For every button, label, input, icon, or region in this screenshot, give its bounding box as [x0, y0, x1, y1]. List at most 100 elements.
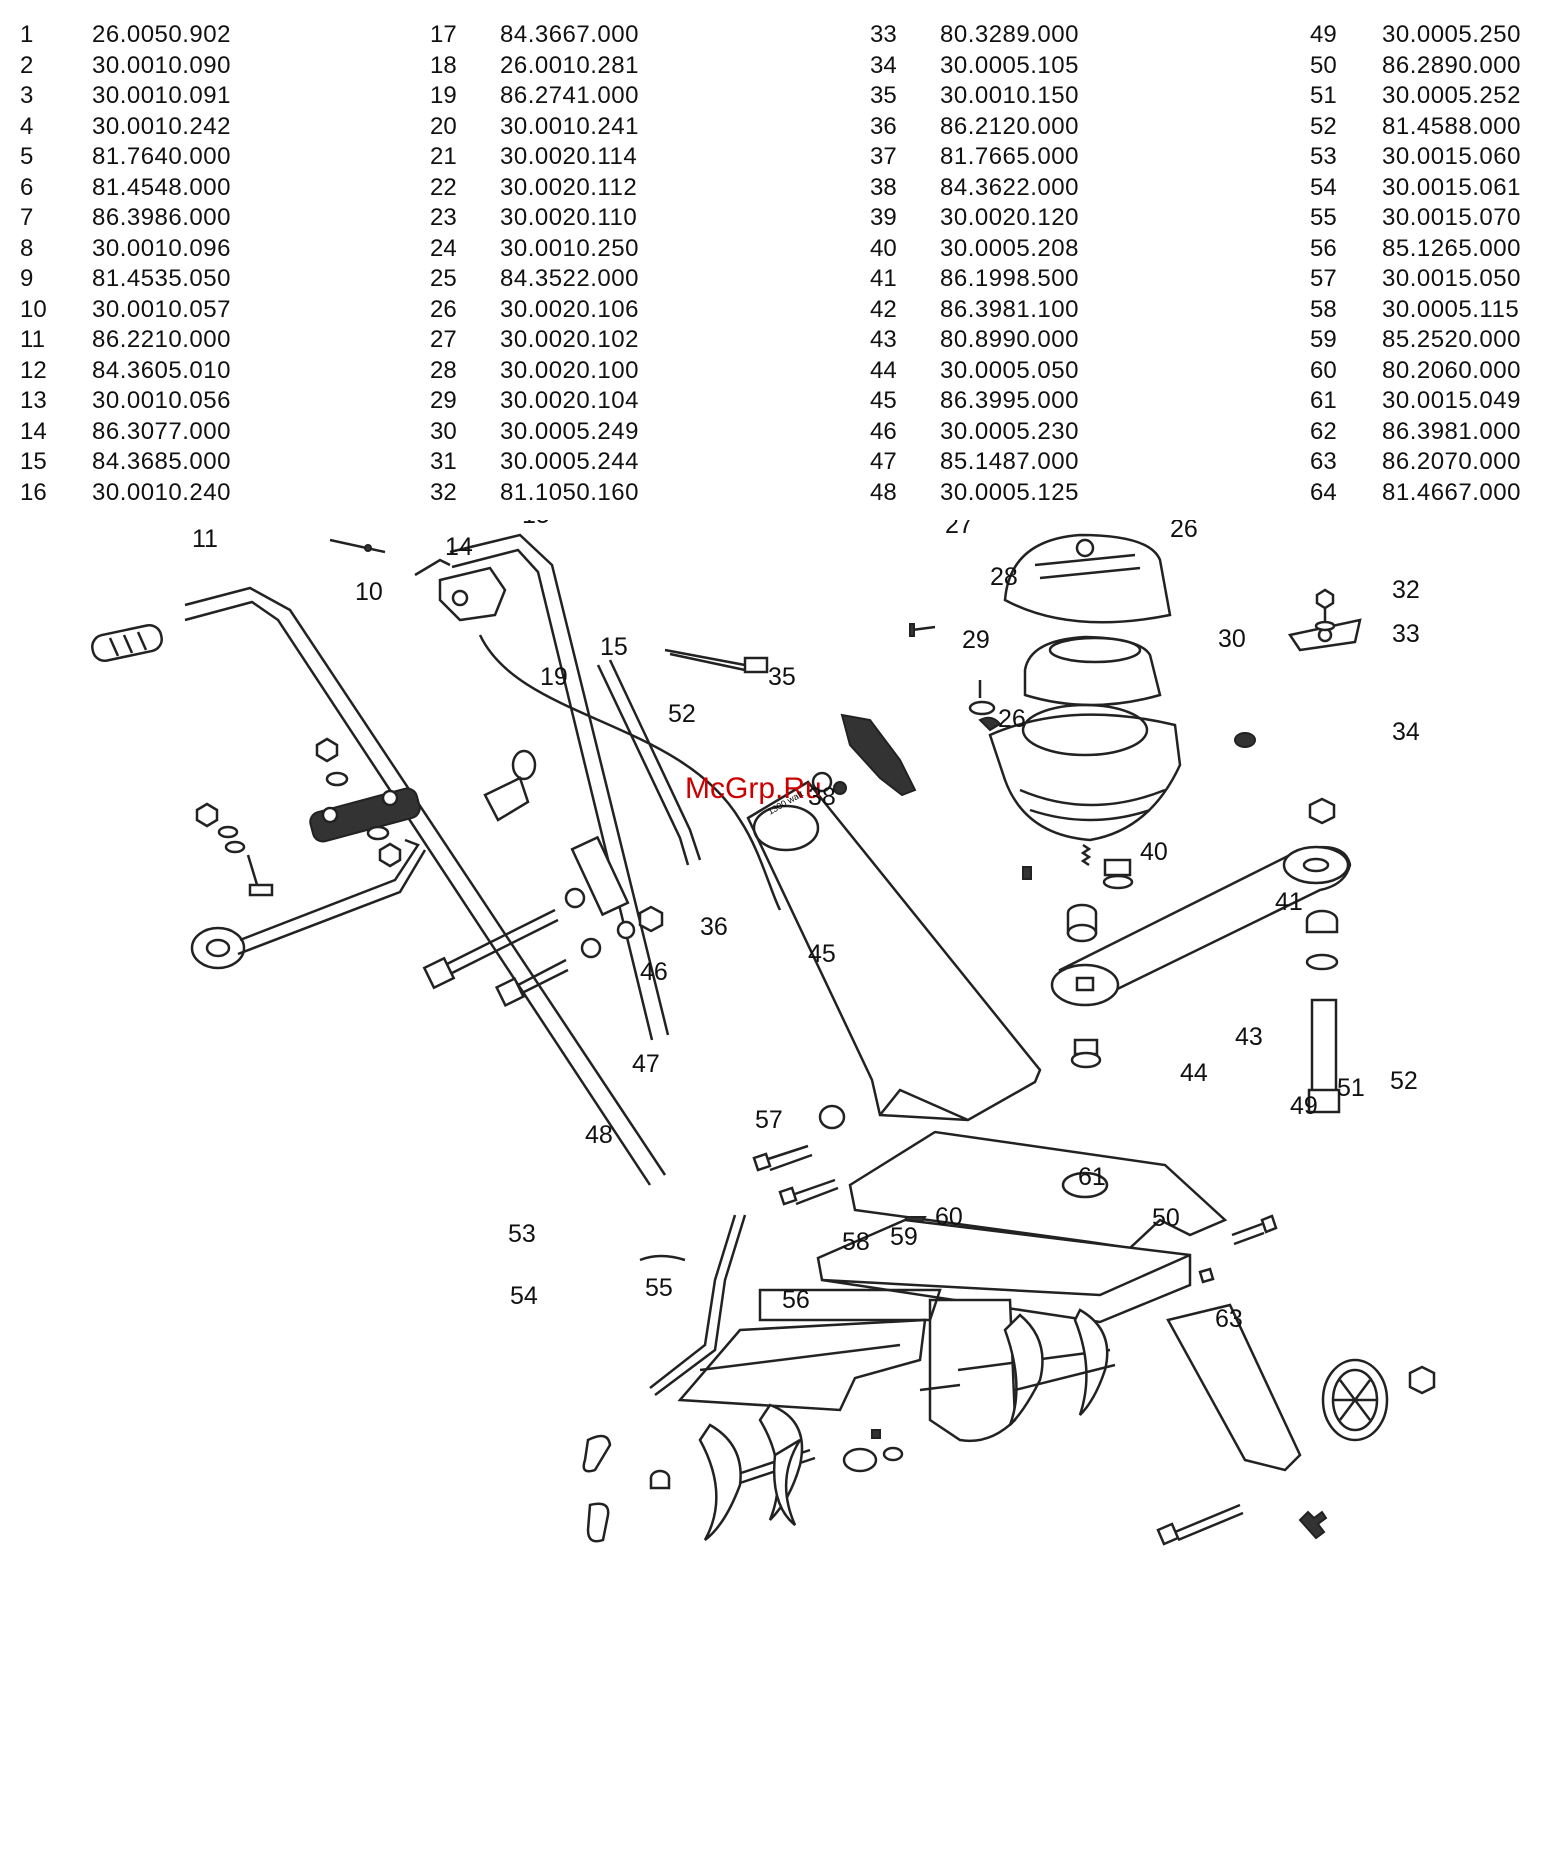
part-code: 30.0005.125 [940, 478, 1079, 506]
callout-63: 63 [1215, 1305, 1243, 1333]
part-number: 33 [870, 21, 897, 48]
handle-bar-2 [184, 586, 667, 1186]
bolt-41-screw-43 [1198, 1214, 1278, 1284]
part-number: 54 [1310, 173, 1337, 201]
bolt-11 [246, 854, 274, 897]
part-code: 30.0005.249 [500, 417, 639, 445]
part-number: 30 [430, 417, 457, 445]
switch-4 [414, 558, 507, 622]
callout-46: 46 [640, 958, 668, 986]
part-number: 41 [870, 265, 897, 292]
part-number: 15 [20, 448, 47, 475]
part-code: 85.1265.000 [1382, 234, 1521, 262]
part-number: 16 [20, 478, 47, 506]
part-code: 26.0050.902 [92, 21, 231, 48]
part-number: 20 [430, 112, 457, 140]
part-number: 27 [430, 326, 457, 353]
part-number: 43 [870, 326, 897, 353]
callout-47: 47 [632, 1050, 660, 1078]
part-number: 52 [1310, 112, 1337, 140]
callout-58: 58 [842, 1228, 870, 1256]
part-number: 48 [870, 478, 897, 506]
part-row: 59 85.2520.000 [1310, 325, 1521, 355]
callout-52: 52 [1390, 1067, 1418, 1095]
part-code: 30.0010.057 [92, 295, 231, 323]
part-code: 86.2741.000 [500, 82, 639, 109]
part-number: 23 [430, 204, 457, 231]
part-code: 85.1487.000 [940, 448, 1079, 475]
bolt-14 [422, 908, 559, 990]
part-number: 32 [430, 478, 457, 506]
part-code: 30.0010.240 [92, 478, 231, 506]
part-code: 30.0015.050 [1382, 265, 1521, 292]
callout-56: 56 [782, 1286, 810, 1314]
part-number: 58 [1310, 295, 1337, 323]
part-number: 12 [20, 356, 47, 384]
spring-bearing-26a [1080, 843, 1134, 890]
callout-61: 61 [1078, 1163, 1106, 1191]
part-number: 19 [430, 82, 457, 109]
part-code: 81.4667.000 [1382, 478, 1521, 506]
callout-49: 49 [1290, 1092, 1318, 1120]
part-code: 30.0005.252 [1382, 82, 1521, 109]
nut-52b [1408, 1365, 1436, 1395]
ring-33 [1305, 953, 1339, 971]
part-code: 80.3289.000 [940, 21, 1079, 48]
callout-43: 43 [1235, 1023, 1263, 1051]
part-code: 30.0010.056 [92, 387, 231, 414]
part-code: 30.0010.241 [500, 112, 639, 140]
part-number: 64 [1310, 478, 1337, 506]
part-code: 84.3667.000 [500, 21, 639, 48]
diagram-canvas: McGrp.Ru 1300 watt 123456678910111212121… [91, 8, 1436, 1546]
part-code: 86.1998.500 [940, 265, 1079, 292]
callout-14: 14 [445, 533, 473, 561]
part-number: 3 [20, 82, 34, 109]
nut-6b [195, 802, 219, 828]
part-number: 59 [1310, 326, 1337, 353]
part-code: 30.0015.061 [1382, 173, 1521, 201]
main-tube-35 [746, 780, 1042, 1122]
knob-18 [840, 713, 917, 797]
part-code: 80.8990.000 [940, 326, 1079, 353]
belt-30-pulley-31-29 [1050, 845, 1352, 1007]
shaft-34 [1307, 998, 1341, 1114]
pin-60-58-59 [842, 1429, 904, 1473]
clamp-8 [309, 787, 421, 843]
part-number: 4 [20, 112, 34, 140]
callout-28: 28 [990, 563, 1018, 591]
part-code: 30.0005.244 [500, 448, 639, 475]
plate-40 [848, 1130, 1228, 1250]
pin-7 [329, 538, 386, 554]
callout-11: 11 [192, 525, 218, 553]
part-code: 85.2520.000 [1382, 326, 1521, 353]
callout-53: 53 [508, 1220, 536, 1248]
part-code: 80.2060.000 [1382, 356, 1521, 384]
part-number: 25 [430, 265, 457, 292]
bearing-26b [1070, 1038, 1102, 1069]
nut-64 [1308, 797, 1336, 825]
part-code: 30.0020.120 [940, 204, 1079, 231]
part-number: 5 [20, 143, 34, 170]
part-code: 84.3605.010 [92, 356, 231, 384]
part-code: 81.7665.000 [940, 143, 1079, 170]
cable-clip-5 [664, 648, 769, 674]
handle-grip-1 [91, 623, 163, 663]
